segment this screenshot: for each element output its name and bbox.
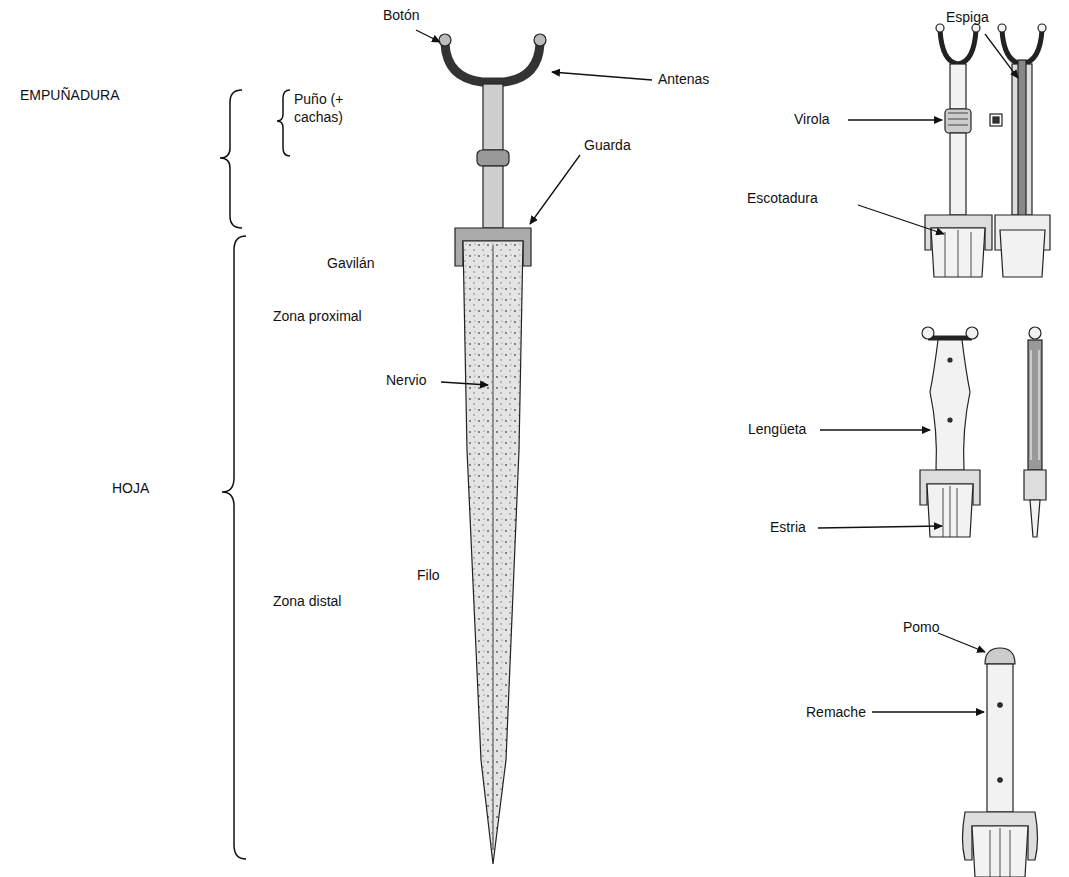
part-label: Zona proximal (273, 307, 362, 325)
hilt-detail-pomo (963, 648, 1038, 877)
part-label: Remache (806, 703, 866, 721)
part-label: EMPUÑADURA (20, 86, 120, 104)
leader-lines (416, 30, 1018, 712)
brackets (220, 90, 290, 859)
part-label: Guarda (584, 136, 631, 154)
part-label: Zona distal (273, 592, 341, 610)
part-label: Lengüeta (748, 420, 806, 438)
part-label: Puño (+ cachas) (294, 90, 372, 126)
part-label: Antenas (658, 70, 709, 88)
hilt-detail-virola (925, 24, 1050, 277)
part-label: Gavilán (327, 254, 374, 272)
part-label: Virola (794, 110, 830, 128)
part-label: Nervio (386, 371, 426, 389)
hilt-detail-lengueta (920, 327, 1046, 537)
part-label: Estria (770, 518, 806, 536)
antenna-sword (439, 34, 546, 864)
part-label: Escotadura (747, 189, 818, 207)
part-label: Filo (417, 566, 440, 584)
part-label: Espiga (946, 8, 989, 26)
part-label: Botón (383, 6, 420, 24)
part-label: Pomo (903, 618, 940, 636)
part-label: HOJA (112, 479, 149, 497)
